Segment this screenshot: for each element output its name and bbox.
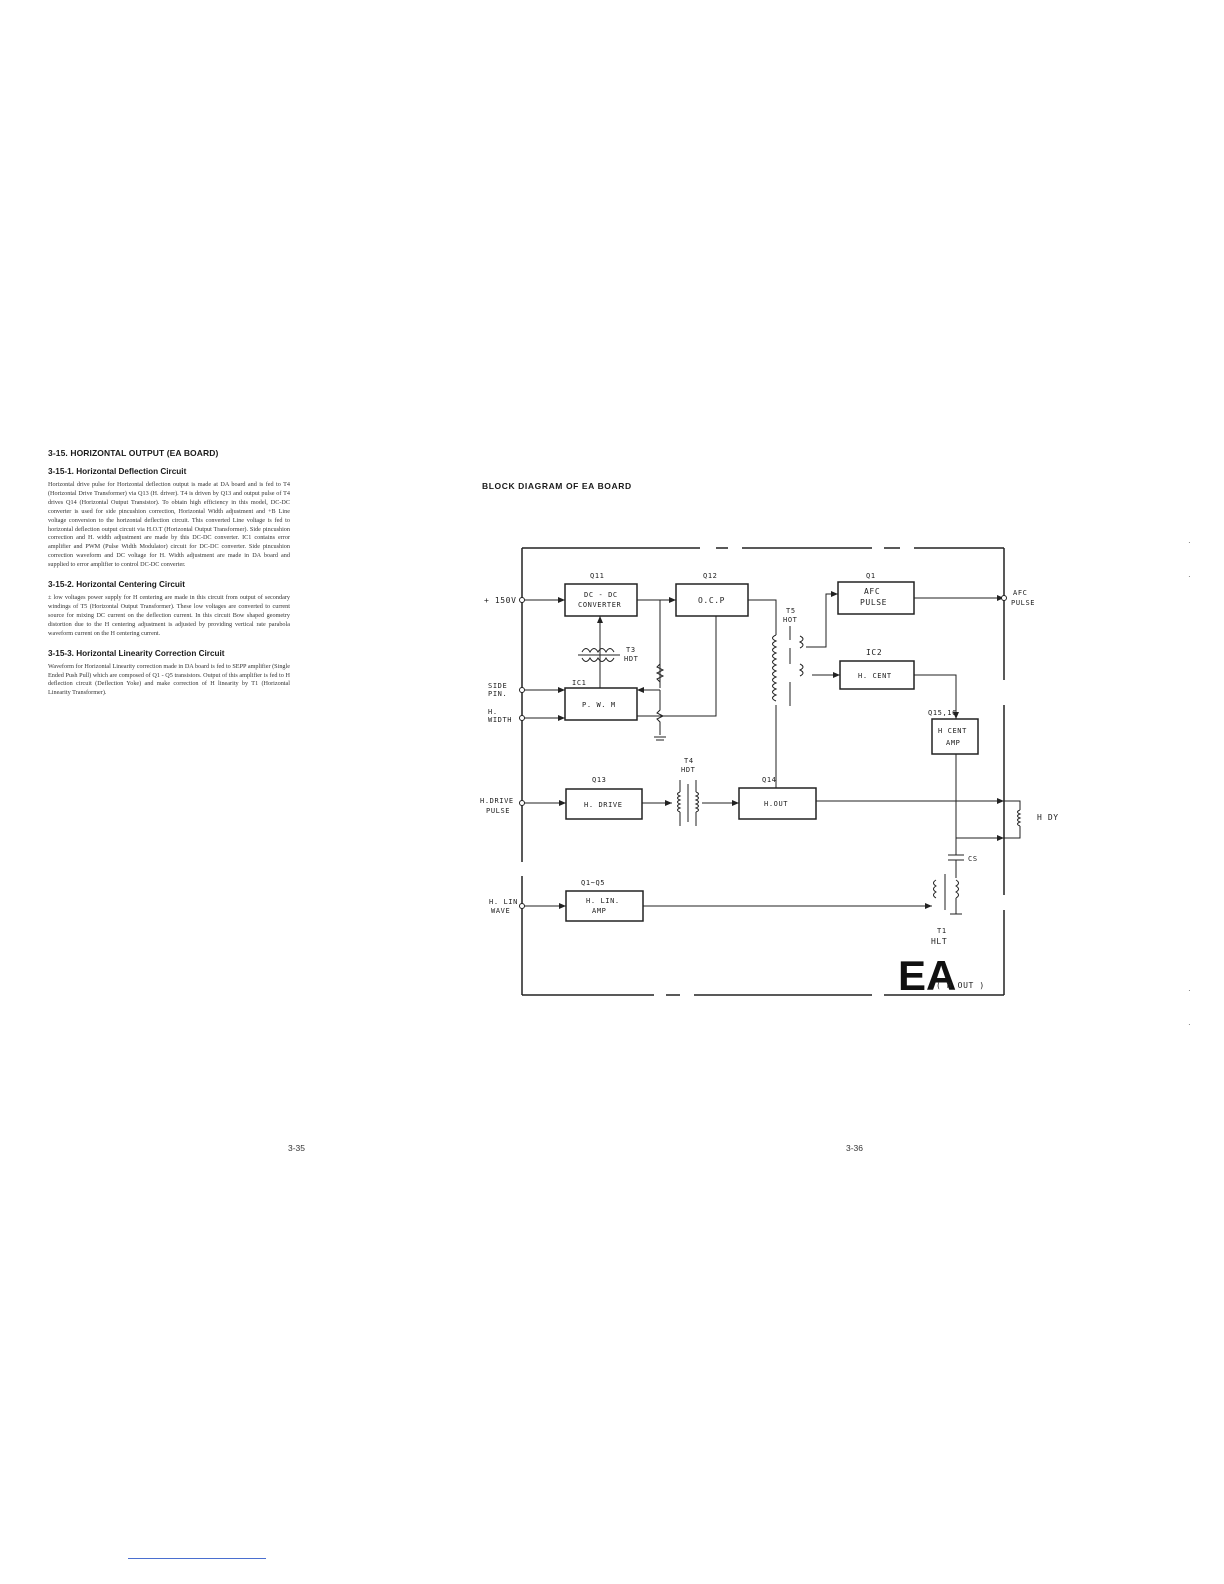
hcentamp-label: H CENT [938, 727, 967, 735]
hlinamp-label: H. LIN. [586, 897, 620, 905]
ic1-ref: IC1 [572, 679, 586, 687]
hcentamp-label-2: AMP [946, 739, 960, 747]
t1-label-2: HLT [931, 937, 947, 946]
t5-label: T5 [786, 607, 796, 615]
q11-ref: Q11 [590, 572, 604, 580]
hlinamp-label-2: AMP [592, 907, 606, 915]
input-side-pin-label-2: PIN. [488, 690, 507, 698]
output-hdy-label: H DY [1037, 813, 1059, 822]
scan-mark: · [1188, 1020, 1191, 1029]
output-afc-label-2: PULSE [1011, 599, 1035, 607]
paragraph-centering: ± low voltages power supply for H center… [48, 594, 290, 637]
input-h-drive-label-2: PULSE [486, 807, 510, 815]
pwm-block [564, 687, 638, 721]
board-label-ea: EA [898, 952, 956, 999]
output-afc-label: AFC [1013, 589, 1027, 597]
t1-label: T1 [937, 927, 947, 935]
footer-rule [128, 1558, 266, 1559]
t3-label: T3 [626, 646, 636, 654]
board-label-h-out: ( H OUT ) [936, 981, 985, 990]
scan-mark: · [1188, 572, 1191, 581]
input-h-lin-label-2: WAVE [491, 907, 510, 915]
diagram-title: BLOCK DIAGRAM OF EA BOARD [482, 481, 632, 491]
ic2-ref: IC2 [866, 648, 882, 657]
t4-label-2: HDT [681, 766, 696, 774]
afc-label-2: PULSE [860, 598, 887, 607]
q1-ref: Q1 [866, 572, 876, 580]
q1516-ref: Q15,16 [928, 709, 957, 717]
scan-mark: · [1188, 986, 1191, 995]
dcdc-label: DC - DC [584, 591, 618, 599]
afc-label: AFC [864, 587, 880, 596]
hdrive-label: H. DRIVE [584, 801, 623, 809]
t4-label: T4 [684, 757, 694, 765]
input-h-width-label-2: WIDTH [488, 716, 512, 724]
input-plus150v-label: + 150V [484, 596, 517, 605]
page-number-left: 3-35 [288, 1143, 306, 1153]
q14-ref: Q14 [762, 776, 776, 784]
t5-label-2: HOT [783, 616, 798, 624]
ocp-label: O.C.P [698, 596, 725, 605]
q13-ref: Q13 [592, 776, 606, 784]
board-frame [521, 547, 1005, 996]
input-h-lin-label: H. LIN [489, 898, 518, 906]
subsection-title-linearity: 3-15-3. Horizontal Linearity Correction … [48, 648, 225, 658]
dc-dc-converter-block [564, 583, 638, 617]
dcdc-label-2: CONVERTER [578, 601, 622, 609]
scan-mark: · [1188, 538, 1191, 547]
h-drive-block [565, 788, 643, 820]
h-cent-amp-block [931, 718, 979, 755]
pwm-label: P. W. M [582, 701, 616, 709]
hout-label: H.OUT [764, 800, 788, 808]
t3-label-2: HDT [624, 655, 639, 663]
h-lin-amp-block [565, 890, 644, 922]
input-side-pin-label: SIDE [488, 682, 507, 690]
input-h-width-label: H. [488, 708, 498, 716]
section-title: 3-15. HORIZONTAL OUTPUT (EA BOARD) [48, 448, 219, 458]
left-page-text: 3-15. HORIZONTAL OUTPUT (EA BOARD) 3-15-… [48, 448, 290, 708]
h-out-block [738, 787, 817, 820]
hcent-label: H. CENT [858, 672, 892, 680]
q12-ref: Q12 [703, 572, 717, 580]
subsection-title-deflection: 3-15-1. Horizontal Deflection Circuit [48, 467, 187, 476]
paragraph-linearity: Waveform for Horizontal Linearity correc… [48, 662, 290, 697]
paragraph-deflection: Horizontal drive pulse for Horizontal de… [48, 481, 290, 569]
cs-label: CS [968, 855, 978, 863]
subsection-title-centering: 3-15-2. Horizontal Centering Circuit [48, 580, 185, 590]
input-h-drive-label: H.DRIVE [480, 797, 514, 805]
wiring [519, 591, 1022, 915]
q1q5-ref: Q1~Q5 [581, 879, 605, 887]
page-number-right: 3-36 [846, 1143, 864, 1153]
